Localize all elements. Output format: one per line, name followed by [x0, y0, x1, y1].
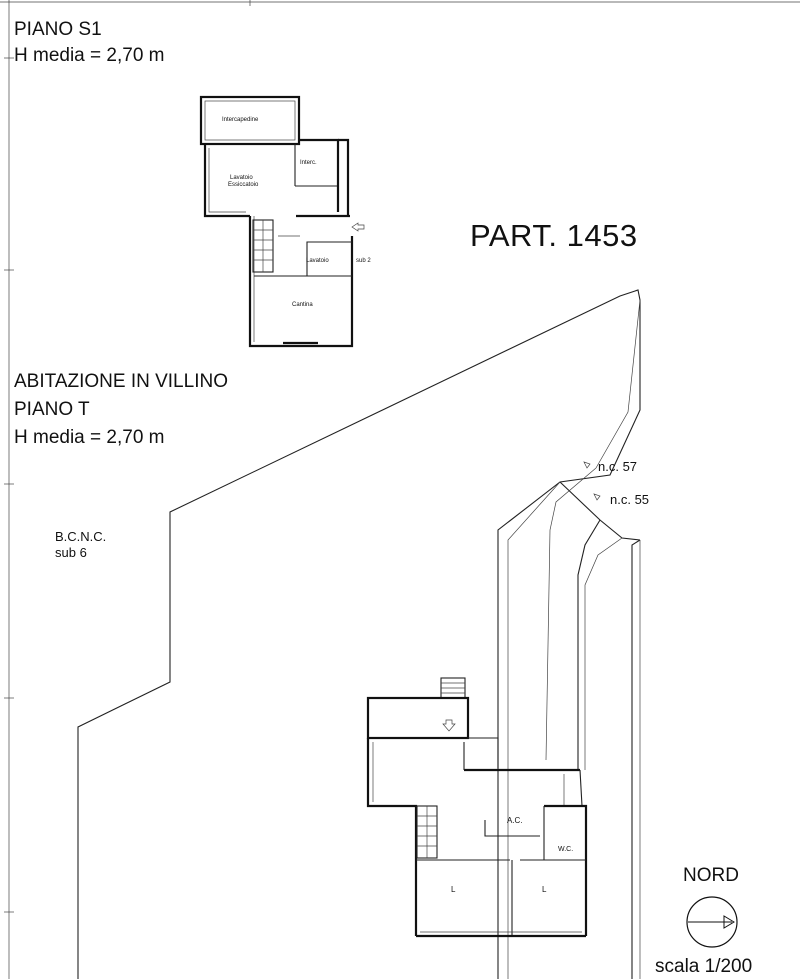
- room-l-2: L: [542, 885, 547, 894]
- entrance-arrow-icon: [442, 719, 456, 732]
- floor-s1-title: PIANO S1: [14, 19, 102, 40]
- outer-wall: [338, 138, 350, 216]
- intercapedine-inner: [204, 100, 296, 141]
- north-wall: [468, 737, 499, 768]
- north-arrowhead-icon: [723, 915, 735, 929]
- north-label: NORD: [683, 865, 739, 886]
- civic-55-label: n.c. 55: [610, 492, 650, 507]
- room-cantina: Cantina: [292, 302, 313, 308]
- lot-boundary: [77, 289, 641, 979]
- north-arrow: [686, 896, 738, 948]
- driveway-line: [577, 519, 601, 770]
- ground-floor-plan: [366, 677, 588, 938]
- intercapedine-room: [199, 95, 301, 146]
- room-interc: Interc.: [300, 160, 317, 166]
- driveway-line: [584, 537, 623, 770]
- floor-s1-height: H media = 2,70 m: [14, 45, 165, 66]
- room-wc: W.C.: [558, 846, 574, 853]
- floor-t-title-1: ABITAZIONE IN VILLINO: [14, 371, 228, 392]
- lot-outline: [77, 289, 641, 979]
- boundary-inner-line: [595, 299, 641, 469]
- east-wall: [578, 769, 583, 807]
- room-lavatoio-essiccatoio-line1: Lavatoio: [230, 175, 253, 181]
- floor-t-title-2: PIANO T: [14, 399, 90, 420]
- civic-55-marker-icon: [593, 493, 601, 501]
- lavatoio-room-wall: [306, 241, 352, 276]
- scale-label: scala 1/200: [655, 956, 753, 977]
- floor-t-height: H media = 2,70 m: [14, 427, 165, 448]
- room-l-1: L: [451, 885, 456, 894]
- room-lavatoio: Lavatoio: [306, 258, 329, 264]
- room-intercapedine: Intercapedine: [222, 117, 259, 123]
- civic-57-label: n.c. 57: [598, 459, 638, 474]
- service-block-wall: [544, 804, 588, 936]
- lavatoio-essiccatoio-inner: [208, 148, 246, 213]
- boundary-corner: [559, 481, 641, 541]
- sub-label: sub 2: [356, 258, 371, 264]
- north-circle-icon: [686, 896, 738, 948]
- common-area-sub: sub 6: [55, 545, 87, 560]
- entrance-arrow-icon: [351, 222, 365, 232]
- lower-outer-wall: [248, 216, 354, 348]
- basement-plan: [199, 95, 365, 348]
- room-lavatoio-essiccatoio-line2: Essiccatoio: [228, 182, 259, 188]
- interc-room-wall: [299, 138, 340, 212]
- right-boundary: [631, 539, 641, 979]
- ac-wall: [484, 820, 540, 837]
- west-wall: [366, 738, 418, 936]
- lavatoio-essiccatoio-wall: [203, 144, 250, 218]
- driveway-inner-line: [507, 481, 561, 979]
- room-ac: A.C.: [507, 816, 523, 825]
- parcel-label: PART. 1453: [470, 218, 638, 253]
- driveway-line: [545, 467, 597, 761]
- porch: [366, 696, 470, 740]
- civic-57-marker-icon: [583, 461, 591, 469]
- common-area-label: B.C.N.C.: [55, 529, 107, 544]
